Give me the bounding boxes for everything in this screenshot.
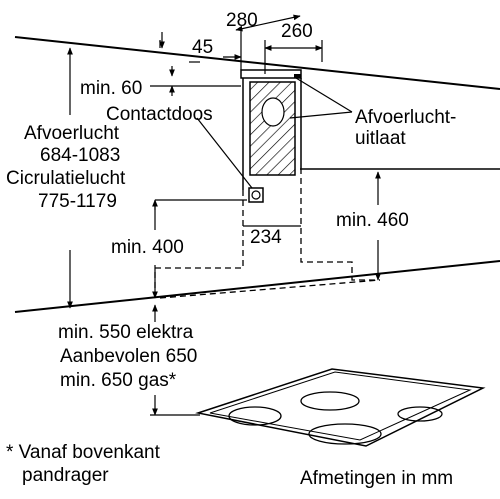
footnote-line1: * Vanaf bovenkant: [6, 442, 160, 463]
label-afvoerlucht-uitlaat-line1: Afvoerlucht-: [355, 107, 457, 128]
footnote-line2: pandrager: [22, 465, 109, 486]
label-circulatie-range: 775-1179: [38, 191, 117, 212]
label-afvoerlucht-range: 684-1083: [40, 145, 121, 166]
label-min-60: min. 60: [80, 78, 143, 99]
worktop-line: [14, 260, 500, 313]
dim-280: 280: [226, 10, 258, 31]
label-contactdoos: Contactdoos: [106, 104, 213, 125]
dimension-lines: [67, 14, 381, 416]
units-note: Afmetingen in mm: [300, 468, 454, 489]
dim-260: 260: [281, 21, 313, 42]
label-afvoerlucht-uitlaat-line2: uitlaat: [355, 128, 406, 149]
label-aanbevolen: Aanbevolen 650: [60, 346, 198, 367]
dim-45: 45: [192, 37, 214, 58]
socket: [248, 187, 264, 203]
label-min-650-gas: min. 650 gas*: [60, 370, 177, 391]
label-min-460: min. 460: [336, 210, 409, 231]
ceiling-line: [14, 36, 500, 90]
label-min-400: min. 400: [111, 237, 184, 258]
dim-234: 234: [250, 227, 282, 248]
leader-lines: [196, 77, 353, 189]
label-afvoerlucht: Afvoerlucht: [24, 123, 120, 144]
label-circulatielucht: Cicrulatielucht: [6, 168, 126, 189]
label-min-550: min. 550 elektra: [58, 322, 194, 343]
cooktop: [195, 368, 486, 447]
chimney-duct: [240, 69, 302, 190]
